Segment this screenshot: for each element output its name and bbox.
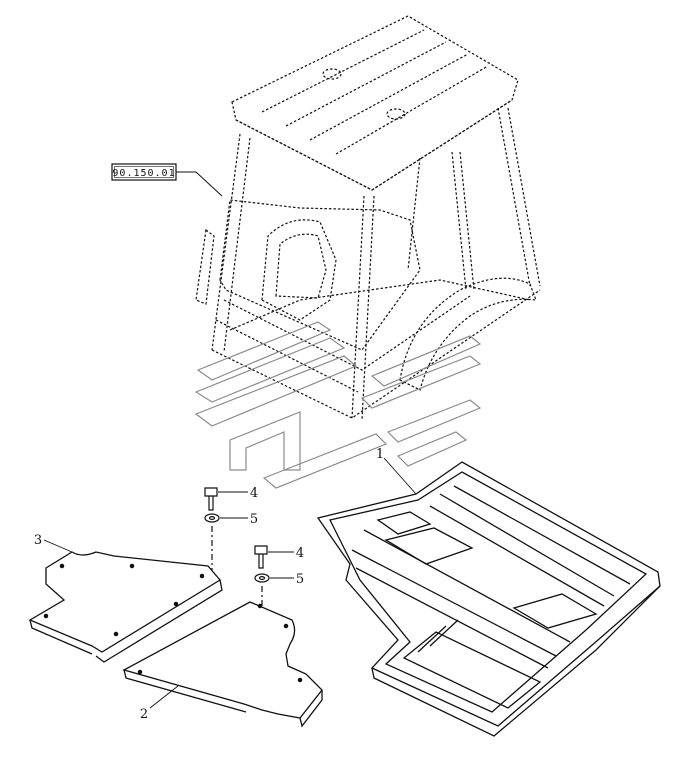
floor-mat-pedal-pad (376, 511, 432, 535)
left-mat-outline (28, 551, 221, 653)
floor-mat-plate-1 (384, 527, 474, 565)
floor-mat-top (316, 461, 661, 727)
callout-washer-upper[interactable]: 5 (250, 512, 258, 527)
leader-right-mat (149, 685, 179, 709)
left-mat (28, 551, 223, 663)
cab-post-mid (451, 151, 475, 291)
leader-floor-mat (383, 457, 417, 495)
bolt-upper-icon (204, 487, 218, 511)
washer-upper-icon (204, 513, 220, 523)
cab-side-window (219, 199, 421, 351)
reference-box[interactable]: 90.150.01 (111, 163, 223, 197)
callout-bolt-upper[interactable]: 4 (250, 486, 258, 501)
left-mat-hole-4 (173, 601, 179, 607)
cab-door-strip (195, 228, 215, 305)
left-mat-hole-5 (113, 631, 119, 637)
floor-mat-groove-6 (355, 567, 549, 669)
reference-leader-line (176, 171, 223, 197)
callout-left-mat[interactable]: 3 (34, 533, 42, 548)
cab-roof-vent-1 (322, 68, 342, 80)
reference-box-label: 90.150.01 (112, 168, 175, 179)
fastener-lower (254, 545, 270, 606)
bolt-lower-icon (254, 545, 268, 569)
cab-roof-rib-1 (261, 29, 425, 113)
washer-lower-icon (254, 573, 270, 583)
cab-post-front-right (351, 195, 375, 421)
floor-mat-groove-9 (429, 619, 459, 647)
fastener-upper (204, 487, 220, 570)
floor-mat-groove-4 (363, 529, 571, 643)
cab-roof-rib-3 (309, 53, 469, 141)
floor-mat-groove-3 (453, 485, 631, 585)
floor-mat-groove-1 (439, 493, 615, 597)
watermark-logo (194, 321, 482, 489)
cab-fender (399, 277, 537, 391)
washer-upper-hole (208, 515, 216, 520)
floor-mat-groove-2 (429, 505, 605, 607)
floor-mat-groove-8 (417, 625, 447, 653)
floor-mat-groove-7 (402, 631, 542, 709)
cab-post-rear-right (497, 107, 541, 287)
cab-roof-rib-2 (285, 41, 447, 127)
cab-lower-frame (211, 289, 541, 419)
cab-roof-vent-2 (386, 108, 406, 120)
callout-washer-lower[interactable]: 5 (296, 572, 304, 587)
floor-mat-inner-rim (329, 471, 648, 713)
cab-seat (261, 219, 337, 321)
leader-lines (43, 457, 417, 709)
cab-seat-inner (275, 233, 327, 299)
right-mat-hole-3 (297, 677, 303, 683)
left-mat-thickness (29, 579, 223, 663)
floor-mat-edge (371, 585, 661, 737)
left-mat-hole-2 (129, 563, 135, 569)
floor-mat-groove-5 (351, 549, 557, 657)
cab-post-front-left (211, 133, 251, 353)
floor-mat (316, 461, 661, 737)
callout-bolt-lower[interactable]: 4 (296, 546, 304, 561)
leader-left-mat (43, 539, 73, 553)
cab-roof-rib-4 (335, 65, 489, 155)
left-mat-hole-3 (199, 573, 205, 579)
cab-roof (231, 15, 519, 191)
right-mat (122, 601, 323, 728)
cab-post-rear-left (407, 157, 421, 271)
callout-floor-mat[interactable]: 1 (376, 447, 384, 462)
cab-phantom (195, 15, 541, 421)
callout-right-mat[interactable]: 2 (140, 707, 148, 722)
right-mat-hole-4 (137, 669, 143, 675)
callouts: 1 3 2 4 5 4 5 (34, 447, 384, 722)
right-mat-thickness (123, 669, 323, 728)
cab-roof-lip (235, 99, 513, 191)
floor-mat-plate-2 (512, 593, 598, 629)
left-mat-hole-1 (59, 563, 65, 569)
right-mat-hole-1 (257, 603, 263, 609)
left-mat-hole-6 (43, 613, 49, 619)
washer-lower-hole (258, 575, 266, 580)
right-mat-outline (122, 601, 323, 719)
reference-box-inner (114, 166, 174, 178)
right-mat-hole-2 (283, 623, 289, 629)
cab-floor-outline (229, 279, 531, 331)
